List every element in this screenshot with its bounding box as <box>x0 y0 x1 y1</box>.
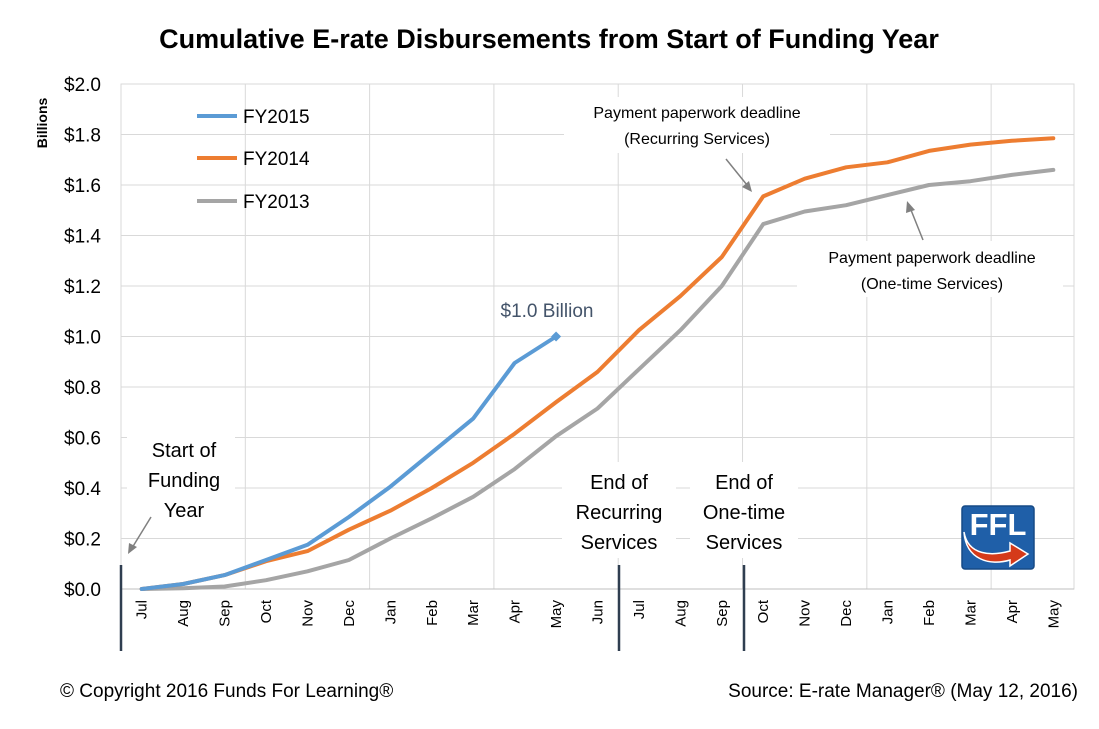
copyright-text: © Copyright 2016 Funds For Learning® <box>60 681 393 702</box>
x-tick-label: Jul <box>134 600 151 619</box>
series-line-fy2015 <box>139 334 559 591</box>
end-onetime-annotation-box <box>690 462 798 558</box>
y-tick-label: $1.6 <box>64 176 101 197</box>
deadline-onetime-arrowhead <box>906 201 915 213</box>
y-tick-label: $0.8 <box>64 378 101 399</box>
deadline-recurring-arrow <box>725 158 748 186</box>
start-annotation-line-2: Funding <box>148 470 220 492</box>
fy2015-endpoint-label: $1.0 Billion <box>501 301 594 322</box>
end-recurring-line-1: End of <box>590 472 648 494</box>
legend-label-fy2014: FY2014 <box>243 149 310 170</box>
y-tick-label: $1.0 <box>64 328 101 349</box>
x-tick-label: May <box>1045 600 1062 629</box>
x-tick-label: Dec <box>838 600 855 627</box>
chart-title: Cumulative E-rate Disbursements from Sta… <box>159 24 939 54</box>
x-tick-label: Feb <box>424 600 441 626</box>
x-tick-label: Oct <box>755 599 772 623</box>
legend-label-fy2013: FY2013 <box>243 192 310 213</box>
x-tick-labels: Jul Aug Sep Oct Nov Dec Jan Feb Mar Apr May Jun Jul A… <box>134 599 1063 628</box>
end-onetime-line-1: End of <box>715 472 773 494</box>
x-tick-label: Aug <box>175 600 192 627</box>
deadline-recurring-line-1: Payment paperwork deadline <box>593 105 800 122</box>
logo-border <box>961 505 1035 570</box>
y-tick-label: $0.6 <box>64 429 101 450</box>
y-tick-label: $1.2 <box>64 277 101 298</box>
end-recurring-line-3: Services <box>581 532 658 554</box>
x-tick-label: Sep <box>714 600 731 627</box>
x-tick-label: Jan <box>880 600 897 624</box>
series-layer <box>139 136 1056 591</box>
x-tick-label: Mar <box>962 600 979 626</box>
start-annotation-box <box>127 430 235 530</box>
source-text: Source: E-rate Manager® (May 12, 2016) <box>728 681 1078 702</box>
deadline-recurring-line-2: (Recurring Services) <box>624 131 770 148</box>
y-axis-label: Billions <box>34 98 50 149</box>
ffl-logo: FFL <box>961 505 1035 570</box>
start-annotation-line-3: Year <box>164 500 205 522</box>
y-tick-label: $0.0 <box>64 580 101 601</box>
series-line-fy2013 <box>139 167 1056 591</box>
deadline-recurring-annotation-box <box>564 97 830 153</box>
end-onetime-line-3: Services <box>706 532 783 554</box>
logo-text: FFL <box>970 507 1027 542</box>
legend-label-fy2015: FY2015 <box>243 107 310 128</box>
start-annotation-arrow <box>131 516 152 549</box>
fy2015-endpoint-marker <box>551 331 562 342</box>
deadline-onetime-annotation-box <box>797 241 1063 297</box>
x-tick-label: Nov <box>797 600 814 627</box>
x-tick-label: Oct <box>258 599 275 623</box>
deadline-recurring-arrowhead <box>742 181 752 192</box>
x-tick-label: Aug <box>672 600 689 627</box>
end-onetime-line-2: One-time <box>703 502 785 524</box>
y-tick-label: $2.0 <box>64 75 101 96</box>
series-line-fy2014 <box>139 136 1056 591</box>
x-tick-label: Mar <box>465 600 482 626</box>
deadline-onetime-arrow <box>910 209 924 241</box>
start-annotation-line-1: Start of <box>152 440 217 462</box>
end-recurring-line-2: Recurring <box>576 502 663 524</box>
end-recurring-annotation-box <box>562 462 676 558</box>
deadline-onetime-line-2: (One-time Services) <box>861 276 1003 293</box>
y-tick-label: $1.8 <box>64 126 101 147</box>
x-tick-label: Dec <box>341 600 358 627</box>
y-tick-label: $1.4 <box>64 227 101 248</box>
x-tick-label: Nov <box>299 600 316 627</box>
x-tick-label: Sep <box>217 600 234 627</box>
x-tick-label: Jul <box>631 600 648 619</box>
deadline-onetime-line-1: Payment paperwork deadline <box>828 250 1035 267</box>
x-tick-label: May <box>548 600 565 629</box>
y-tick-label: $0.2 <box>64 530 101 551</box>
x-tick-label: Apr <box>507 600 524 623</box>
legend: FY2015 FY2014 FY2013 <box>197 107 310 213</box>
logo-arrow-icon <box>963 531 1030 568</box>
x-tick-label: Jan <box>382 600 399 624</box>
x-tick-label: Feb <box>921 600 938 626</box>
y-tick-labels: $0.0 $0.2 $0.4 $0.6 $0.8 $1.0 $1.2 $1.4 $1.6 $1.8… <box>64 75 101 601</box>
x-tick-label: Jun <box>590 600 607 624</box>
x-tick-label: Apr <box>1004 600 1021 623</box>
y-tick-label: $0.4 <box>64 479 101 500</box>
start-annotation-arrowhead <box>128 543 137 554</box>
